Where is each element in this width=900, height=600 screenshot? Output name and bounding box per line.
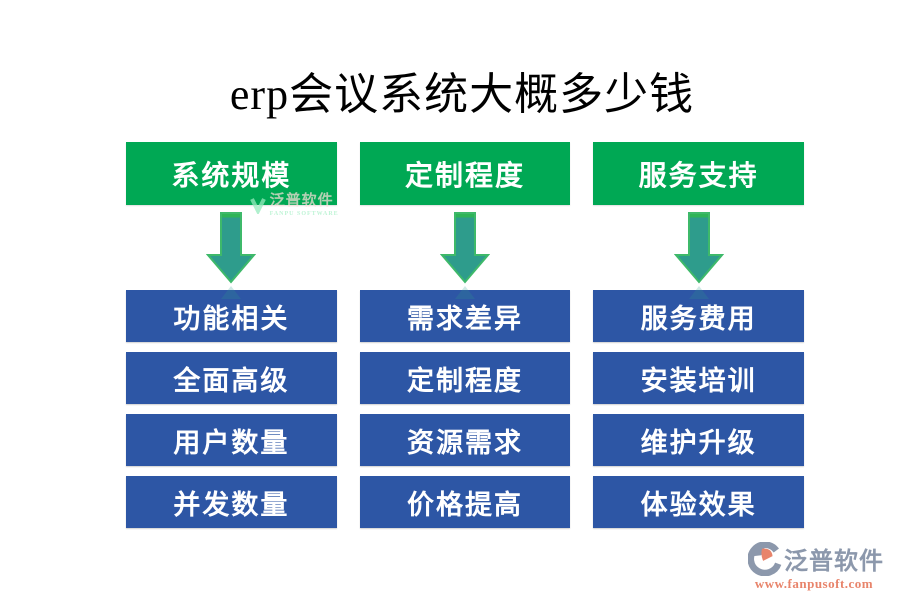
header-customization: 定制程度	[359, 142, 571, 205]
item-box: 需求差异	[359, 290, 571, 342]
item-box: 服务费用	[593, 290, 805, 342]
item-box: 并发数量	[126, 476, 337, 528]
item-box: 功能相关	[126, 290, 337, 342]
fanpu-logo-icon	[748, 541, 782, 576]
item-box: 定制程度	[359, 352, 571, 404]
item-box: 维护升级	[593, 414, 805, 466]
brand-url: www.fanpusoft.com	[754, 576, 874, 591]
arrow-wrap	[593, 205, 804, 299]
header-service-support: 服务支持	[593, 142, 805, 205]
item-box: 用户数量	[126, 414, 337, 466]
item-box: 资源需求	[359, 414, 571, 466]
arrow-wrap	[126, 205, 337, 299]
item-list: 需求差异 定制程度 资源需求 价格提高	[359, 290, 571, 528]
column-customization: 定制程度 需求差异 定制程度 资源需求 价格提高	[359, 142, 571, 528]
brand-footer: 泛普软件 www.fanpusoft.com	[744, 541, 884, 592]
header-system-scale: 系统规模 泛普软件 FANPU SOFTWARE	[126, 142, 338, 217]
item-list: 服务费用 安装培训 维护升级 体验效果	[593, 290, 805, 528]
arrow-down-icon	[440, 212, 490, 299]
page-title: erp会议系统大概多少钱	[229, 70, 695, 119]
item-box: 价格提高	[359, 476, 571, 528]
header-label: 定制程度	[405, 160, 526, 192]
arrow-wrap	[360, 205, 571, 299]
item-box: 体验效果	[593, 476, 805, 528]
column-service-support: 服务支持 服务费用 安装培训 维护升级 体验效果	[593, 142, 805, 528]
column-system-scale: 系统规模 泛普软件 FANPU SOFTWARE 功能相关 全面高级 用户数量	[126, 142, 338, 528]
item-box: 安装培训	[593, 352, 805, 404]
diagram-board: 系统规模 泛普软件 FANPU SOFTWARE 功能相关 全面高级 用户数量	[126, 142, 805, 528]
arrow-down-icon	[206, 212, 257, 299]
header-label: 服务支持	[638, 160, 759, 192]
arrow-down-icon	[673, 212, 724, 299]
item-box: 全面高级	[126, 352, 337, 404]
header-label: 系统规模	[171, 160, 292, 192]
brand-name: 泛普软件	[784, 549, 884, 575]
item-list: 功能相关 全面高级 用户数量 并发数量	[126, 290, 337, 528]
